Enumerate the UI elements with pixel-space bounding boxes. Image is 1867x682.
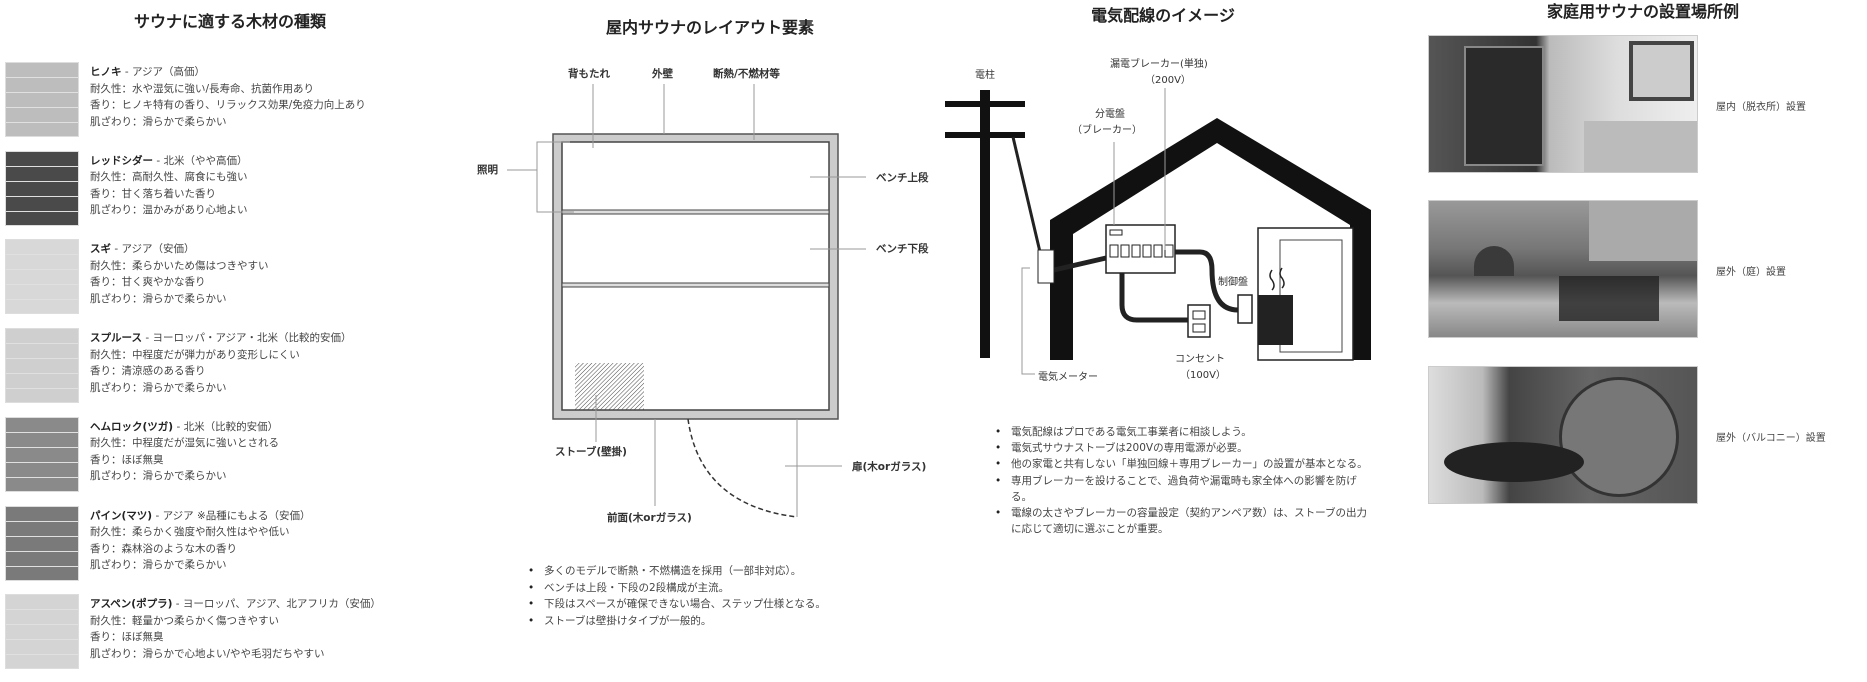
wood-name: ヒノキ <box>90 66 122 78</box>
wood-swatch <box>5 328 79 404</box>
wiring-note: 電気式サウナストーブは200Vの専用電源が必要。 <box>993 440 1373 456</box>
wood-origin: - アジア ※品種にもよる（安価） <box>152 509 311 522</box>
label-panel-sub: （ブレーカー） <box>1072 125 1142 136</box>
wiring-title: 電気配線のイメージ <box>1091 6 1235 25</box>
wood-origin: - 北米（やや高価） <box>153 154 248 167</box>
wood-swatch <box>5 594 79 670</box>
wood-name: アスペン(ポプラ) <box>90 598 173 611</box>
sauna-cabinet-icon <box>1257 227 1354 361</box>
wood-aroma: 香り：ヒノキ特有の香り、リラックス効果/免疫力向上あり <box>90 99 366 111</box>
label-outer-wall: 外壁 <box>652 68 673 80</box>
photo-balcony <box>1428 366 1698 504</box>
photo-indoor <box>1428 35 1698 173</box>
label-leak-breaker-voltage: （200V） <box>1145 75 1191 86</box>
wood-swatch <box>5 239 79 315</box>
wood-item: スプルース - ヨーロッパ・アジア・北米（比較的安価） 耐久性：中程度だが弾力があ… <box>90 330 352 396</box>
label-leak-breaker: 漏電ブレーカー(単独) <box>1110 59 1208 70</box>
house-outline <box>1050 118 1371 360</box>
wood-touch: 肌ざわり：滑らかで心地よい/やや毛羽だちやすい <box>90 647 325 660</box>
label-front: 前面(木orガラス) <box>607 512 692 524</box>
wood-aroma: 香り：ほぼ無臭 <box>90 453 164 466</box>
label-door: 扉(木orガラス) <box>852 461 927 473</box>
wood-aroma: 香り：甘く爽やかな香り <box>90 276 206 289</box>
wood-name: スギ <box>90 243 111 256</box>
wood-touch: 肌ざわり：温かみがあり心地よい <box>90 204 248 217</box>
label-outlet-voltage: （100V） <box>1180 370 1226 381</box>
label-bench-upper: ベンチ上段 <box>876 172 929 184</box>
wood-touch: 肌ざわり：滑らかで柔らかい <box>90 292 227 305</box>
wood-touch: 肌ざわり：滑らかで柔らかい <box>90 559 227 571</box>
wood-durability: 耐久性：水や湿気に強い/長寿命、抗菌作用あり <box>90 82 315 95</box>
wood-item: パイン(マツ) - アジア ※品種にもよる（安価） 耐久性：柔らかく強度や耐久性は… <box>90 508 310 574</box>
wood-durability: 耐久性：中程度だが湿気に強いとされる <box>90 437 279 450</box>
wood-item: アスペン(ポプラ) - ヨーロッパ、アジア、北アフリカ（安価） 耐久性：軽量かつ柔… <box>90 596 381 662</box>
layout-title: 屋内サウナのレイアウト要素 <box>605 18 815 37</box>
stove-shape <box>575 363 644 410</box>
location-label: 屋外（庭）設置 <box>1716 267 1786 278</box>
label-outlet: コンセント <box>1175 354 1225 365</box>
wood-origin: - ヨーロッパ、アジア、北アフリカ（安価） <box>172 598 381 611</box>
label-meter: 電気メーター <box>1038 372 1098 383</box>
wood-touch: 肌ざわり：滑らかで柔らかい <box>90 115 227 128</box>
label-control: 制御盤 <box>1218 277 1248 288</box>
woods-title: サウナに適する木材の種類 <box>133 12 327 31</box>
control-panel-icon <box>1237 294 1253 324</box>
wood-aroma: 香り：ほぼ無臭 <box>90 631 164 644</box>
wood-origin: - アジア（高価） <box>121 66 206 78</box>
layout-notes: 多くのモデルで断熱・不燃構造を採用（一部非対応）。 ベンチは上段・下段の2段構成… <box>526 563 826 629</box>
wiring-note: 電線の太さやブレーカーの容量設定（契約アンペア数）は、ストーブの出力に応じて適切… <box>993 505 1373 537</box>
wood-name: ヘムロック(ツガ) <box>90 420 174 433</box>
bench-lower-edge <box>561 282 830 288</box>
wood-item: スギ - アジア（安価） 耐久性：柔らかいため傷はつきやすい香り：甘く爽やかな香り… <box>90 241 269 307</box>
wood-item: レッドシダー - 北米（やや高価） 耐久性：高耐久性、腐食にも強い香り：甘く落ち着… <box>90 153 248 219</box>
label-lighting: 照明 <box>477 164 498 176</box>
photo-garden <box>1428 200 1698 338</box>
layout-note: ストーブは壁掛けタイプが一般的。 <box>526 613 826 630</box>
door-swing-arc <box>687 418 798 518</box>
wood-name: パイン(マツ) <box>90 509 153 522</box>
utility-pole-icon <box>945 90 1025 358</box>
label-panel: 分電盤 <box>1095 109 1125 120</box>
locations-title: 家庭用サウナの設置場所例 <box>1546 2 1740 21</box>
wiring-note: 専用ブレーカーを設けることで、過負荷や漏電時も家全体への影響を防げる。 <box>993 473 1373 505</box>
wood-durability: 耐久性：中程度だが弾力があり変形しにくい <box>90 348 300 361</box>
wood-aroma: 香り：清涼感のある香り <box>90 365 206 378</box>
wood-swatch <box>5 150 79 226</box>
wood-touch: 肌ざわり：滑らかで柔らかい <box>90 381 227 394</box>
location-label: 屋外（バルコニー）設置 <box>1716 433 1826 444</box>
wood-aroma: 香り：森林浴のような木の香り <box>90 542 237 555</box>
wood-touch: 肌ざわり：滑らかで柔らかい <box>90 470 227 483</box>
meter-box <box>1037 249 1055 284</box>
wiring-note: 他の家電と共有しない「単独回線＋専用ブレーカー」の設置が基本となる。 <box>993 456 1373 472</box>
wood-swatch <box>5 416 79 492</box>
label-backrest: 背もたれ <box>568 68 610 80</box>
wood-durability: 耐久性：軽量かつ柔らかく傷つきやすい <box>90 614 279 627</box>
wood-name: レッドシダー <box>90 154 153 167</box>
layout-note: 多くのモデルで断熱・不燃構造を採用（一部非対応）。 <box>526 563 826 580</box>
label-bench-lower: ベンチ下段 <box>876 243 929 255</box>
wood-origin: - ヨーロッパ・アジア・北米（比較的安価） <box>141 332 352 345</box>
layout-note: 下段はスペースが確保できない場合、ステップ仕様となる。 <box>526 596 826 613</box>
wiring-notes: 電気配線はプロである電気工事業者に相談しよう。 電気式サウナストーブは200Vの… <box>993 424 1373 537</box>
wood-durability: 耐久性：柔らかいため傷はつきやすい <box>90 259 269 272</box>
wiring-note: 電気配線はプロである電気工事業者に相談しよう。 <box>993 424 1373 440</box>
wood-item: ヒノキ - アジア（高価） 耐久性：水や湿気に強い/長寿命、抗菌作用あり香り：ヒノ… <box>90 64 366 130</box>
label-stove: ストーブ(壁掛) <box>555 446 627 458</box>
wood-name: スプルース <box>90 332 142 345</box>
wood-aroma: 香り：甘く落ち着いた香り <box>90 187 216 200</box>
wood-origin: - アジア（安価） <box>111 243 195 256</box>
wood-item: ヘムロック(ツガ) - 北米（比較的安価） 耐久性：中程度だが湿気に強いとされる香… <box>90 419 279 485</box>
location-label: 屋内（脱衣所）設置 <box>1716 102 1806 113</box>
wood-durability: 耐久性：柔らかく強度や耐久性はやや低い <box>90 526 290 538</box>
label-insulation: 断熱/不燃材等 <box>713 68 780 80</box>
label-pole: 電柱 <box>975 70 995 81</box>
wood-durability: 耐久性：高耐久性、腐食にも強い <box>90 171 248 184</box>
layout-note: ベンチは上段・下段の2段構成が主流。 <box>526 580 826 597</box>
wood-swatch <box>5 505 79 581</box>
wood-origin: - 北米（比較的安価） <box>173 420 279 433</box>
wood-swatch <box>5 62 79 137</box>
